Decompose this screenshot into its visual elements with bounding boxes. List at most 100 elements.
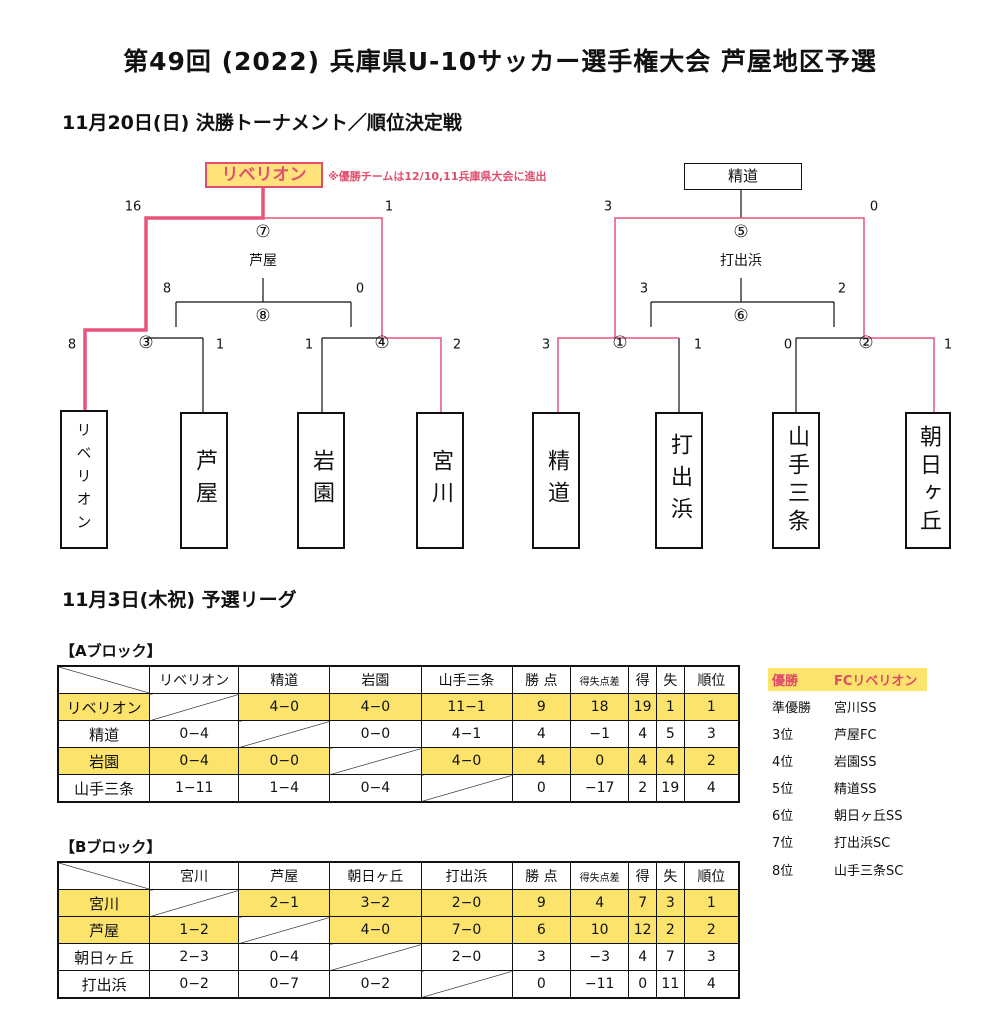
ranking-place: 6位 (772, 809, 794, 824)
result-cell: 0−7 (238, 970, 331, 999)
column-header: 得 (628, 665, 657, 694)
diagonal-cell (149, 889, 240, 917)
result-cell: 0−4 (329, 774, 422, 803)
team-name-cell: リベリオン (57, 693, 151, 721)
result-cell: 11−1 (420, 693, 513, 721)
column-header: 失 (656, 861, 685, 890)
page-title: 第49回 (2022) 兵庫県U-10サッカー選手権大会 芦屋地区予選 (123, 47, 877, 76)
score: 0 (355, 281, 365, 297)
team-name-cell: 岩園 (57, 747, 151, 775)
result-cell: 0 (569, 747, 630, 775)
ranking-place: 準優勝 (772, 701, 812, 716)
ranking-row: 7位 打出浜SC (772, 832, 890, 851)
result-cell: 0−0 (238, 747, 331, 775)
result-cell: 1−11 (149, 774, 240, 803)
column-header: 順位 (683, 665, 740, 694)
result-cell: 0 (511, 970, 572, 999)
ranking-place: 7位 (772, 836, 794, 851)
score: 1 (384, 199, 394, 215)
result-cell: 0−2 (149, 970, 240, 999)
column-header: 宮川 (149, 861, 240, 890)
result-cell: 4 (511, 720, 572, 748)
result-cell: 4 (628, 747, 657, 775)
column-header: 失 (656, 665, 685, 694)
result-cell: 2−0 (420, 889, 513, 917)
score: 1 (304, 337, 314, 353)
column-header: 得失点差 (569, 861, 630, 890)
team-name-cell: 芦屋 (57, 916, 151, 944)
result-cell: 0−2 (329, 970, 422, 999)
ranking-row: 準優勝 宮川SS (772, 697, 877, 716)
result-cell: 2−1 (238, 889, 331, 917)
team-box: 精道 (532, 412, 580, 549)
ranking-row: 5位精道SS (772, 778, 877, 797)
column-header: 打出浜 (420, 861, 513, 890)
score: 8 (67, 337, 77, 353)
match-marker: ③ (138, 333, 154, 353)
result-cell: 4−1 (420, 720, 513, 748)
block-b-label: 【Bブロック】 (60, 838, 162, 856)
final-heading: 11月20日(日) 決勝トーナメント／順位決定戦 (62, 112, 462, 134)
result-cell: 1 (683, 889, 740, 917)
result-cell: 18 (569, 693, 630, 721)
diagonal-cell (329, 943, 422, 971)
column-header: 岩園 (329, 665, 422, 694)
result-cell: 7 (656, 943, 685, 971)
score: 0 (783, 337, 793, 353)
result-cell: 10 (569, 916, 630, 944)
ranking-row: 4位岩園SS (772, 751, 877, 770)
result-cell: 4−0 (329, 693, 422, 721)
result-cell: 6 (511, 916, 572, 944)
result-cell: 4 (569, 889, 630, 917)
corner-cell (57, 861, 151, 890)
result-cell: 11 (656, 970, 685, 999)
ranking-place: 5位 (772, 782, 794, 797)
ranking-team: FCリベリオン (834, 674, 918, 689)
result-cell: 0−4 (149, 747, 240, 775)
column-header: 芦屋 (238, 861, 331, 890)
match-marker: ④ (374, 333, 390, 353)
result-cell: 2 (656, 916, 685, 944)
ranking-team: 岩園SS (834, 755, 877, 770)
result-cell: 2 (683, 747, 740, 775)
ranking-place: 優勝 (772, 674, 799, 689)
team-box: 山手三条 (772, 412, 820, 549)
result-cell: 12 (628, 916, 657, 944)
result-cell: 1 (683, 693, 740, 721)
team-name-cell: 精道 (57, 720, 151, 748)
venue-label: 打出浜 (720, 253, 762, 269)
match-marker: ⑦ (255, 222, 271, 242)
corner-cell (57, 665, 151, 694)
result-cell: 0−4 (238, 943, 331, 971)
winner-note: ※優勝チームは12/10,11兵庫県大会に進出 (328, 170, 547, 183)
block-a-label: 【Aブロック】 (60, 642, 162, 660)
ranking-row: 3位芦屋FC (772, 724, 877, 743)
result-cell: 1−4 (238, 774, 331, 803)
result-cell: 2−3 (149, 943, 240, 971)
team-name-cell: 山手三条 (57, 774, 151, 803)
result-cell: 4−0 (420, 747, 513, 775)
ranking-team: 宮川SS (834, 701, 877, 716)
column-header: 山手三条 (420, 665, 513, 694)
ranking-team: 打出浜SC (834, 836, 891, 851)
score: 2 (452, 337, 462, 353)
team-box: 岩園 (297, 412, 345, 549)
result-cell: −17 (569, 774, 630, 803)
result-cell: 1 (656, 693, 685, 721)
result-cell: 2 (628, 774, 657, 803)
column-header: 精道 (238, 665, 331, 694)
team-name-cell: 宮川 (57, 889, 151, 917)
score: 1 (693, 337, 703, 353)
column-header: 順位 (683, 861, 740, 890)
score: 3 (639, 281, 649, 297)
column-header: リベリオン (149, 665, 240, 694)
diagonal-cell (420, 774, 513, 803)
ranking-place: 3位 (772, 728, 794, 743)
score: 2 (837, 281, 847, 297)
